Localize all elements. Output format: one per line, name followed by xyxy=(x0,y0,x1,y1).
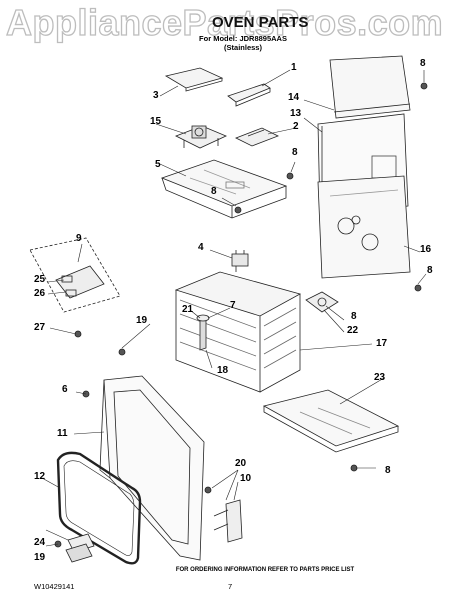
part-bracket-1 xyxy=(227,83,271,107)
part-hinge-10 xyxy=(213,499,243,543)
part-bottom-tray-23 xyxy=(262,389,400,453)
screws xyxy=(54,82,428,548)
part-sensor-15 xyxy=(175,125,227,149)
callout-12: 12 xyxy=(34,471,46,482)
callout-8-rear-wall: 8 xyxy=(427,265,433,276)
callout-8-tray: 8 xyxy=(385,465,391,476)
callout-26: 26 xyxy=(34,288,46,299)
callout-1: 1 xyxy=(291,62,297,73)
callout-19-cavity: 19 xyxy=(136,315,148,326)
callout-5: 5 xyxy=(155,159,161,170)
callout-22: 22 xyxy=(347,325,359,336)
part-top-cover-5 xyxy=(160,159,288,219)
callout-21: 21 xyxy=(182,304,194,315)
callout-23: 23 xyxy=(374,372,386,383)
callout-17: 17 xyxy=(376,338,388,349)
part-panel-3 xyxy=(164,67,224,92)
part-oven-cavity-17 xyxy=(174,271,302,393)
callout-7: 7 xyxy=(230,300,236,311)
callout-8-gasket: 8 xyxy=(351,311,357,322)
callout-25: 25 xyxy=(34,274,46,285)
callout-10: 10 xyxy=(240,473,252,484)
callout-24: 24 xyxy=(34,537,46,548)
callout-2: 2 xyxy=(293,121,299,132)
callout-20: 20 xyxy=(235,458,247,469)
callout-16: 16 xyxy=(420,244,432,255)
callout-6: 6 xyxy=(62,384,68,395)
callout-9: 9 xyxy=(76,233,82,244)
leader-lines xyxy=(41,69,427,547)
part-bracket-2 xyxy=(235,127,279,147)
part-connector-4 xyxy=(231,250,249,272)
callout-4: 4 xyxy=(198,242,204,253)
part-door-frame-11 xyxy=(99,375,205,561)
callout-15: 15 xyxy=(150,116,162,127)
ordering-note: FOR ORDERING INFORMATION REFER TO PARTS … xyxy=(175,567,355,573)
part-back-panel-14 xyxy=(329,55,411,119)
part-gasket-22 xyxy=(305,291,339,313)
callout-19-clip: 19 xyxy=(34,552,46,563)
callout-18: 18 xyxy=(217,365,229,376)
page-number: 7 xyxy=(228,582,233,591)
part-rear-wall-16 xyxy=(317,175,411,279)
model-line: For Model: JDR8895AAS xyxy=(199,34,287,43)
callout-27: 27 xyxy=(34,322,46,333)
callout-11: 11 xyxy=(57,428,68,439)
part-door-gasket-12 xyxy=(56,451,142,565)
callout-13: 13 xyxy=(290,108,302,119)
watermark: AppliancePartsPros.com xyxy=(5,1,444,43)
finish-label: (Stainless) xyxy=(224,43,262,52)
callout-3: 3 xyxy=(153,90,159,101)
page-title: OVEN PARTS xyxy=(212,14,309,31)
model-info: For Model: JDR8895AAS (Stainless) xyxy=(184,34,302,52)
document-number: W10429141 xyxy=(34,582,75,591)
callout-8-center: 8 xyxy=(211,186,217,197)
callout-8-top-cover: 8 xyxy=(292,147,298,158)
callout-8-top-right: 8 xyxy=(420,58,426,69)
part-clip-24 xyxy=(65,533,95,563)
callout-14: 14 xyxy=(288,92,300,103)
